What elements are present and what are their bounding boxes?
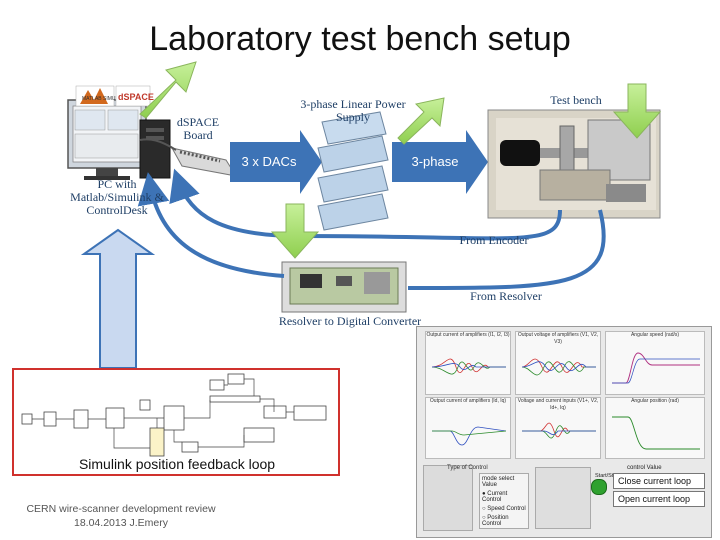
mode-select-group[interactable]: mode select Value ● Current Control ○ Sp… xyxy=(479,473,529,529)
label-rdc: Resolver to Digital Converter xyxy=(278,314,422,328)
option-label: Position Control xyxy=(482,515,509,527)
pc-tower xyxy=(139,119,171,179)
status-led-icon[interactable] xyxy=(591,479,607,495)
dacs-arrow xyxy=(230,130,322,194)
left-control-panel xyxy=(423,465,473,531)
label-from-resolver: From Resolver xyxy=(470,289,542,303)
footer-line-1: CERN wire-scanner development review xyxy=(26,503,216,515)
control-value-label: control Value xyxy=(627,465,662,471)
plot-inputs: Voltage and current inputs (V1+, V2, Id+… xyxy=(515,397,601,459)
plot-title: Output current of amplifiers (Id, Iq) xyxy=(429,398,507,404)
controldesk-gui: Output current of amplifiers (I1, I2, I3… xyxy=(416,326,712,538)
up-arrow xyxy=(80,228,156,369)
plot-title: Angular speed (rad/s) xyxy=(630,332,680,338)
matlab-logo: MATLAB SIMULINK xyxy=(75,85,127,107)
page-title: Laboratory test bench setup xyxy=(149,20,571,58)
label-pc: PC with Matlab/Simulink & ControlDesk xyxy=(70,177,164,217)
pc-monitor xyxy=(67,99,147,180)
rdc-board xyxy=(281,261,407,313)
plot-title: Output current of amplifiers (I1, I2, I3… xyxy=(426,332,510,338)
option-label: Speed Control xyxy=(487,506,526,512)
label-power-supply: 3-phase Linear Power Supply xyxy=(300,97,406,124)
option-position-control[interactable]: ○ Position Control xyxy=(482,515,509,527)
simulink-caption: Simulink position feedback loop xyxy=(78,456,276,472)
parameters-panel xyxy=(535,467,591,529)
label-dspace-board: dSPACE Board xyxy=(176,115,220,142)
matlab-logo-text: MATLAB SIMULINK xyxy=(82,96,127,102)
plot-title: Voltage and current inputs (V1+, V2, Id+… xyxy=(517,398,599,411)
three-phase-arrow xyxy=(392,130,488,194)
plot-angular-position: Angular position (rad) xyxy=(605,397,705,459)
label-three-phase: 3-phase xyxy=(411,154,459,169)
footer: CERN wire-scanner development review 18.… xyxy=(26,502,216,530)
dspace-board xyxy=(139,138,238,177)
green-arrows xyxy=(139,61,662,259)
plot-voltages-abc: Output voltage of amplifiers (V1, V2, V3… xyxy=(515,331,601,395)
plot-currents-dq: Output current of amplifiers (Id, Iq) xyxy=(425,397,511,459)
mode-select-label: mode select Value xyxy=(482,476,515,488)
option-label: Current Control xyxy=(482,491,508,503)
open-current-loop-button[interactable]: Open current loop xyxy=(613,491,705,507)
label-test-bench: Test bench xyxy=(550,93,602,107)
plot-angular-speed: Angular speed (rad/s) xyxy=(605,331,705,395)
feedback-curves xyxy=(137,168,606,291)
footer-line-2: 18.04.2013 J.Emery xyxy=(74,517,168,529)
dspace-logo: dSPACE xyxy=(115,85,154,107)
green-arrow-rdc xyxy=(270,203,320,259)
simulink-block-diagram xyxy=(21,373,327,457)
label-from-encoder: From Encoder xyxy=(459,233,529,247)
option-speed-control[interactable]: ○ Speed Control xyxy=(482,506,526,512)
start-stop-label: Start/Stop xyxy=(595,473,620,479)
green-arrow-supply xyxy=(397,97,445,145)
green-arrow-bench xyxy=(612,83,662,139)
dspace-logo-text: dSPACE xyxy=(118,92,154,102)
plot-title: Angular position (rad) xyxy=(631,398,679,404)
close-current-loop-button[interactable]: Close current loop xyxy=(613,473,705,489)
option-current-control[interactable]: ● Current Control xyxy=(482,491,508,503)
plot-currents-abc: Output current of amplifiers (I1, I2, I3… xyxy=(425,331,511,395)
simulink-model-box xyxy=(12,368,340,476)
plot-title: Output voltage of amplifiers (V1, V2, V3… xyxy=(517,332,599,345)
power-supply xyxy=(317,111,389,231)
type-of-control-label: Type of Control xyxy=(447,465,488,471)
label-dacs: 3 x DACs xyxy=(241,154,297,169)
green-arrow-dspace xyxy=(139,61,197,119)
